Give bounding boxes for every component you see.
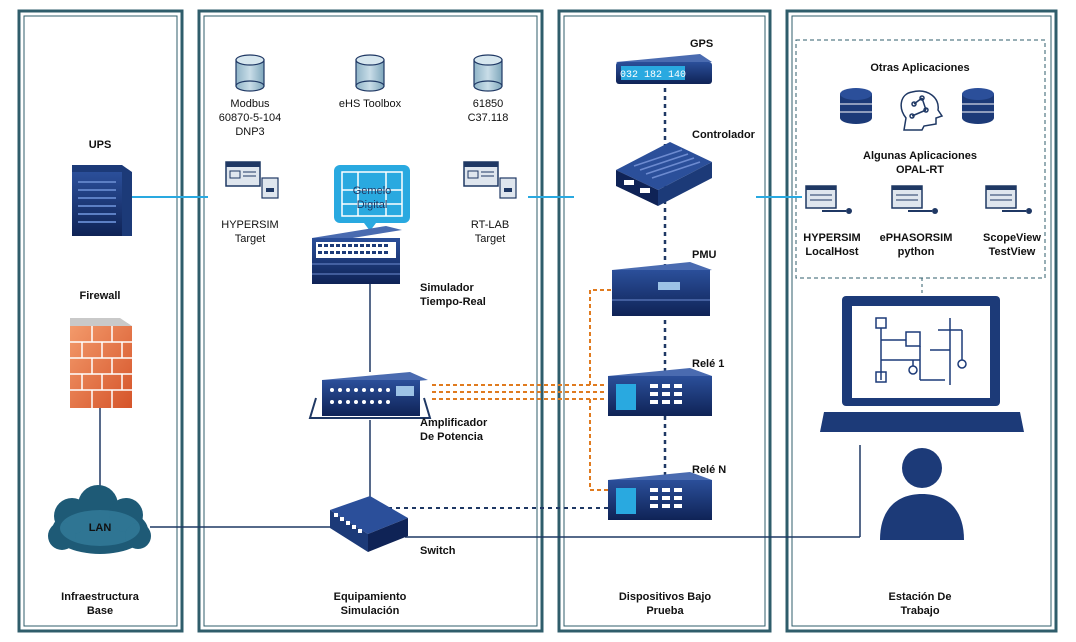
switch-icon bbox=[330, 496, 408, 552]
other-apps-database-icon-2 bbox=[962, 88, 994, 124]
firewall-icon bbox=[70, 318, 132, 408]
gps-icon bbox=[616, 54, 712, 84]
user-icon bbox=[880, 448, 964, 540]
amplifier-icon bbox=[308, 372, 432, 419]
ehs-toolbox-label: eHS Toolbox bbox=[338, 98, 402, 110]
rtlab-target-icon bbox=[463, 161, 517, 199]
panel-title-equip: Equipamiento Simulación bbox=[333, 591, 407, 617]
apps-dashed-box bbox=[795, 39, 1046, 279]
digital-twin-icon bbox=[334, 165, 410, 231]
panel-title-infra: Infraestructura Base bbox=[61, 591, 139, 617]
other-apps-database-icon-1 bbox=[840, 88, 872, 124]
opalrt-apps-label: Algunas Aplicaciones OPAL-RT bbox=[863, 150, 977, 176]
simulator-icon bbox=[312, 226, 402, 284]
pmu-icon bbox=[612, 262, 712, 316]
amplifier-label: Amplificador De Potencia bbox=[420, 417, 488, 443]
lan-cloud-icon bbox=[48, 485, 151, 554]
laptop-icon bbox=[820, 296, 1024, 432]
panel-title-ws: Estación De Trabajo bbox=[888, 591, 952, 617]
relay1-label: Relé 1 bbox=[692, 358, 725, 370]
controller-icon bbox=[616, 142, 712, 206]
ups-icon bbox=[72, 165, 132, 236]
gps-label: GPS bbox=[690, 38, 714, 50]
gps-display-text: 032 182 140 bbox=[620, 70, 686, 81]
relayN-label: Relé N bbox=[692, 464, 727, 476]
digital-twin-label: Gemelo Digital bbox=[352, 185, 392, 211]
firewall-label: Firewall bbox=[79, 290, 121, 302]
database-icons bbox=[235, 54, 503, 92]
hypersim-localhost-app-icon bbox=[805, 185, 852, 214]
relay1-icon bbox=[608, 368, 712, 416]
panel-title-dut: Dispositivos Bajo Prueba bbox=[618, 591, 712, 617]
ups-label: UPS bbox=[88, 139, 112, 151]
hypersim-localhost-label: HYPERSIM LocalHost bbox=[803, 232, 861, 258]
relayN-icon bbox=[608, 472, 712, 520]
other-apps-label: Otras Aplicaciones bbox=[870, 62, 970, 74]
controller-label: Controlador bbox=[692, 129, 755, 141]
lan-label: LAN bbox=[88, 522, 112, 534]
panel-frames bbox=[17, 9, 1058, 633]
hypersim-target-icon bbox=[225, 161, 279, 199]
ephasorsim-label: ePHASORSIM python bbox=[879, 232, 953, 258]
switch-label: Switch bbox=[420, 545, 456, 557]
pmu-label: PMU bbox=[692, 249, 717, 261]
rtlab-target-label: RT-LAB Target bbox=[470, 219, 510, 245]
iec61850-label: 61850 C37.118 bbox=[467, 98, 509, 124]
ephasorsim-app-icon bbox=[891, 185, 938, 214]
ai-head-icon bbox=[900, 90, 944, 131]
protocols-label: Modbus 60870-5-104 DNP3 bbox=[218, 98, 282, 138]
simulator-label: Simulador Tiempo-Real bbox=[420, 282, 486, 308]
scopeview-label: ScopeView TestView bbox=[983, 232, 1041, 258]
scopeview-app-icon bbox=[985, 185, 1032, 214]
hypersim-target-label: HYPERSIM Target bbox=[221, 219, 279, 245]
